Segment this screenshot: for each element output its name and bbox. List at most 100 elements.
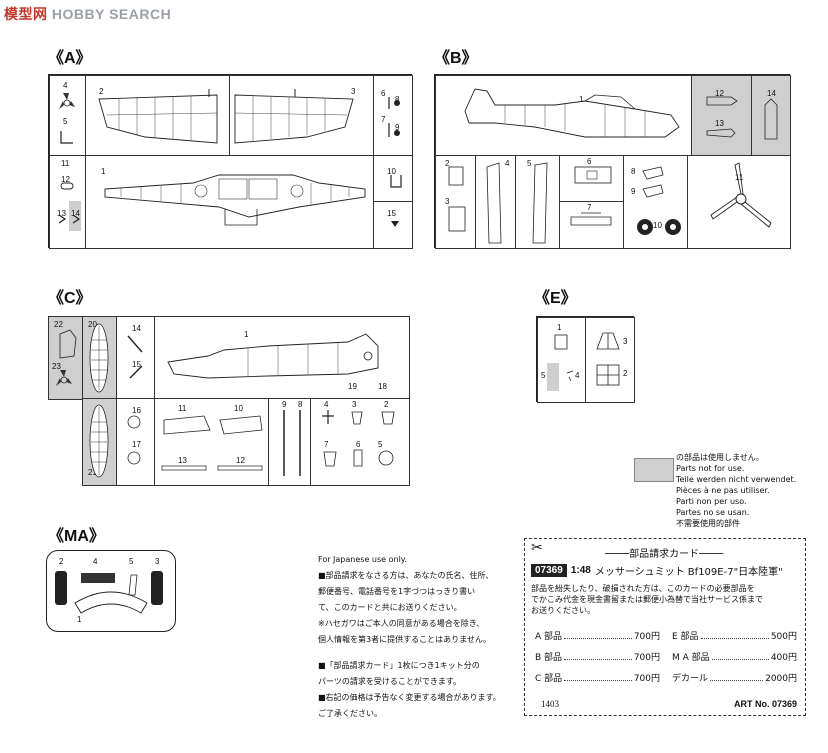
card-part-name: C 部品 [535, 674, 563, 684]
card-part-name: E 部品 [672, 632, 699, 642]
card-desc-line: お送りください。 [531, 606, 595, 615]
part-number: 5 [63, 117, 68, 126]
note-line: ※ハセガワはご本人の同意がある場合を除き、 [318, 619, 485, 628]
part-number: 9 [631, 187, 636, 196]
part-number: 2 [623, 369, 628, 378]
card-part-name: A 部品 [535, 632, 563, 642]
runner-a: 4 5 2 3 6 7 8 9 11 12 13 14 1 10 15 [48, 74, 413, 249]
part-number: 13 [57, 209, 66, 218]
card-scale: 1:48 [570, 565, 591, 576]
part-number: 14 [71, 209, 80, 218]
part-number: 4 [575, 371, 580, 380]
part-number: 11 [735, 173, 744, 182]
part-number: 3 [155, 557, 160, 566]
card-product: メッサーシュミット Bf109E-7"日本陸軍" [594, 567, 783, 578]
runner-b-unused-14 [751, 75, 791, 157]
card-part-name: デカール [672, 674, 709, 684]
part-number: 12 [236, 456, 245, 465]
part-number: 9 [282, 400, 287, 409]
part-number: 13 [178, 456, 187, 465]
part-number: 7 [587, 203, 592, 212]
legend-line: Parti non per uso. [676, 497, 747, 506]
card-code: 07369 [531, 564, 567, 577]
note-title: For Japanese use only. [318, 555, 407, 564]
part-number: 11 [61, 159, 70, 168]
part-number: 1 [101, 167, 106, 176]
runner-b-cell-2-3 [435, 155, 477, 249]
note-line: ご了承ください。 [318, 709, 382, 718]
watermark-cn: 模型网 [4, 7, 48, 23]
japanese-note: For Japanese use only. ■部品請求をなさる方は、あなたの氏… [318, 552, 524, 722]
part-number: 2 [99, 87, 104, 96]
runner-ma-drawing [55, 571, 163, 614]
part-number: 22 [54, 320, 63, 329]
legend-line: Parts not for use. [676, 464, 745, 473]
part-number: 1 [557, 323, 562, 332]
note-line: パーツの請求を受けることができます。 [318, 677, 462, 686]
card-part-name: B 部品 [535, 653, 563, 663]
part-number: 16 [132, 406, 141, 415]
watermark-en: HOBBY SEARCH [51, 6, 172, 22]
runner-b: 1 12 13 14 2 3 4 5 6 7 8 9 10 11 [434, 74, 791, 249]
part-number: 5 [541, 371, 546, 380]
legend-line: 不需要使用的部件 [676, 519, 740, 528]
card-part-price: 700円 [633, 653, 660, 663]
part-number: 2 [59, 557, 64, 566]
part-number: 18 [378, 382, 387, 391]
part-number: 4 [324, 400, 329, 409]
part-number: 11 [178, 404, 187, 413]
card-desc-line: でかこみ代金を現金書留または郵便小為替で当社サービス係まで [531, 595, 763, 604]
runner-c-cell-2-7 [310, 398, 410, 486]
runner-b-cell-4 [475, 155, 517, 249]
card-part-price: 700円 [633, 674, 660, 684]
card-part-name: M A 部品 [672, 653, 710, 663]
runner-a-cell-2 [85, 75, 231, 157]
runner-a-cell-10 [373, 155, 413, 203]
part-number: 20 [88, 320, 97, 329]
part-number: 7 [324, 440, 329, 449]
part-number: 5 [527, 159, 532, 168]
runner-a-cell-15 [373, 201, 413, 249]
part-number: 8 [395, 95, 400, 104]
part-number: 4 [505, 159, 510, 168]
part-number: 10 [387, 167, 396, 176]
card-part-price: 500円 [770, 632, 797, 642]
part-number: 5 [378, 440, 383, 449]
part-number: 8 [298, 400, 303, 409]
note-line: ■「部品請求カード」1枚につき1キット分の [318, 661, 480, 670]
part-number: 2 [384, 400, 389, 409]
card-title-wrap: ────部品請求カード──── [605, 549, 724, 560]
part-number: 14 [132, 324, 141, 333]
note-line: て、このカードと共にお送りください。 [318, 603, 462, 612]
runner-c-cell-14-15 [116, 316, 156, 400]
legend-text: の部品は使用しません。 Parts not for use. Teile wer… [676, 452, 824, 529]
part-number: 5 [129, 557, 134, 566]
part-number: 3 [352, 400, 357, 409]
legend-line: の部品は使用しません。 [676, 453, 764, 462]
part-number: 15 [387, 209, 396, 218]
part-number: 3 [445, 197, 450, 206]
runner-ma: 2 4 5 3 1 [46, 550, 176, 632]
note-line: ■右記の価格は予告なく変更する場合があります。 [318, 693, 501, 702]
part-number: 7 [381, 115, 386, 124]
card-price-row: A 部品 700円 E 部品 500円 [535, 629, 797, 642]
part-number: 6 [587, 157, 592, 166]
runner-e-cell-2-3 [585, 317, 635, 403]
runner-c-cell-8-9 [268, 398, 312, 486]
section-ma-label: 《MA》 [48, 528, 105, 545]
card-desc-line: 部品を紛失したり、破損された方は、このカードの必要部品を [531, 584, 755, 593]
section-c-label: 《C》 [48, 290, 92, 307]
runner-c-cell-16-17 [116, 398, 156, 486]
card-title: 部品請求カード [629, 549, 700, 560]
legend-line: Partes no se usan. [676, 508, 750, 517]
part-number: 1 [579, 95, 584, 104]
order-card: ✂ ────部品請求カード──── 07369 1:48 メッサーシュミット B… [524, 538, 806, 716]
card-part-price: 700円 [633, 632, 660, 642]
part-number: 6 [356, 440, 361, 449]
part-number: 10 [234, 404, 243, 413]
card-product-line: 07369 1:48 メッサーシュミット Bf109E-7"日本陸軍" [531, 563, 783, 578]
part-number: 15 [132, 360, 141, 369]
runner-e: 1 5 4 3 2 [536, 316, 635, 403]
